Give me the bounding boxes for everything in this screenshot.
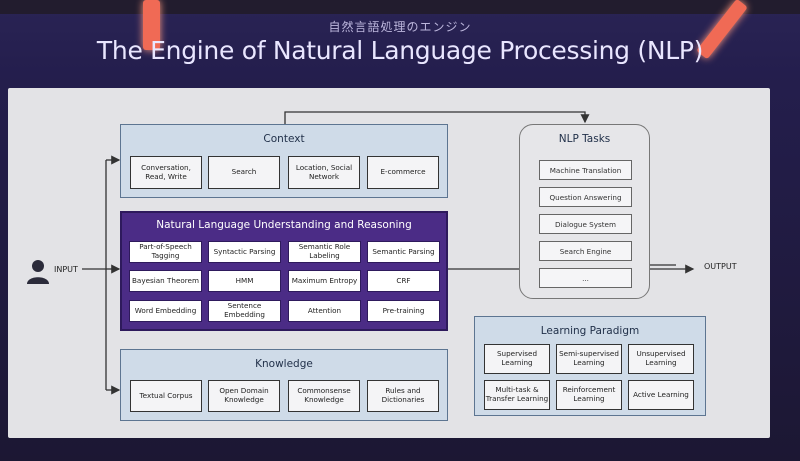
nlp-task-item: Search Engine <box>539 241 632 261</box>
nlu-item: Bayesian Theorem <box>129 270 202 292</box>
ceiling <box>0 0 800 14</box>
nlp-task-item: Question Answering <box>539 187 632 207</box>
nlp-task-item: ... <box>539 268 632 288</box>
nlu-item: Sentence Embedding <box>208 300 281 322</box>
nlp-task-item: Dialogue System <box>539 214 632 234</box>
slide-subtitle: 自然言語処理のエンジン <box>328 20 472 34</box>
learning-paradigm-box: Learning Paradigm Supervised Learning Se… <box>474 316 706 416</box>
slide-title: The Engine of Natural Language Processin… <box>96 36 704 65</box>
output-label: OUTPUT <box>704 262 737 271</box>
nlu-item: CRF <box>367 270 440 292</box>
nlu-item: HMM <box>208 270 281 292</box>
nlu-item: Part-of-Speech Tagging <box>129 241 202 263</box>
nlp-task-item: Machine Translation <box>539 160 632 180</box>
nlp-tasks-box: NLP Tasks Machine Translation Question A… <box>519 124 650 299</box>
context-box: Context Conversation, Read, Write Search… <box>120 124 448 198</box>
knowledge-item: Rules and Dictionaries <box>367 380 439 412</box>
context-item: Search <box>208 156 280 189</box>
learning-item: Reinforcement Learning <box>556 380 622 410</box>
nlu-item: Attention <box>288 300 361 322</box>
nlu-item: Pre-training <box>367 300 440 322</box>
nlu-title: Natural Language Understanding and Reaso… <box>156 219 412 231</box>
learning-item: Active Learning <box>628 380 694 410</box>
ceiling-light-left <box>143 0 160 50</box>
nlu-box: Natural Language Understanding and Reaso… <box>120 211 448 331</box>
context-item: Conversation, Read, Write <box>130 156 202 189</box>
knowledge-box: Knowledge Textual Corpus Open Domain Kno… <box>120 349 448 421</box>
learning-item: Supervised Learning <box>484 344 550 374</box>
context-title: Context <box>263 133 305 145</box>
knowledge-item: Textual Corpus <box>130 380 202 412</box>
nlu-item: Semantic Parsing <box>367 241 440 263</box>
nlu-item: Syntactic Parsing <box>208 241 281 263</box>
nlu-item: Semantic Role Labeling <box>288 241 361 263</box>
knowledge-item: Commonsense Knowledge <box>288 380 360 412</box>
learning-item: Unsupervised Learning <box>628 344 694 374</box>
nlp-tasks-title: NLP Tasks <box>558 133 611 145</box>
knowledge-title: Knowledge <box>255 358 313 370</box>
user-icon <box>27 260 49 284</box>
learning-paradigm-title: Learning Paradigm <box>540 325 640 337</box>
context-item: Location, Social Network <box>288 156 360 189</box>
input-label: INPUT <box>54 265 78 274</box>
learning-item: Multi-task & Transfer Learning <box>484 380 550 410</box>
nlu-item: Word Embedding <box>129 300 202 322</box>
nlu-item: Maximum Entropy <box>288 270 361 292</box>
learning-item: Semi-supervised Learning <box>556 344 622 374</box>
knowledge-item: Open Domain Knowledge <box>208 380 280 412</box>
context-item: E-commerce <box>367 156 439 189</box>
